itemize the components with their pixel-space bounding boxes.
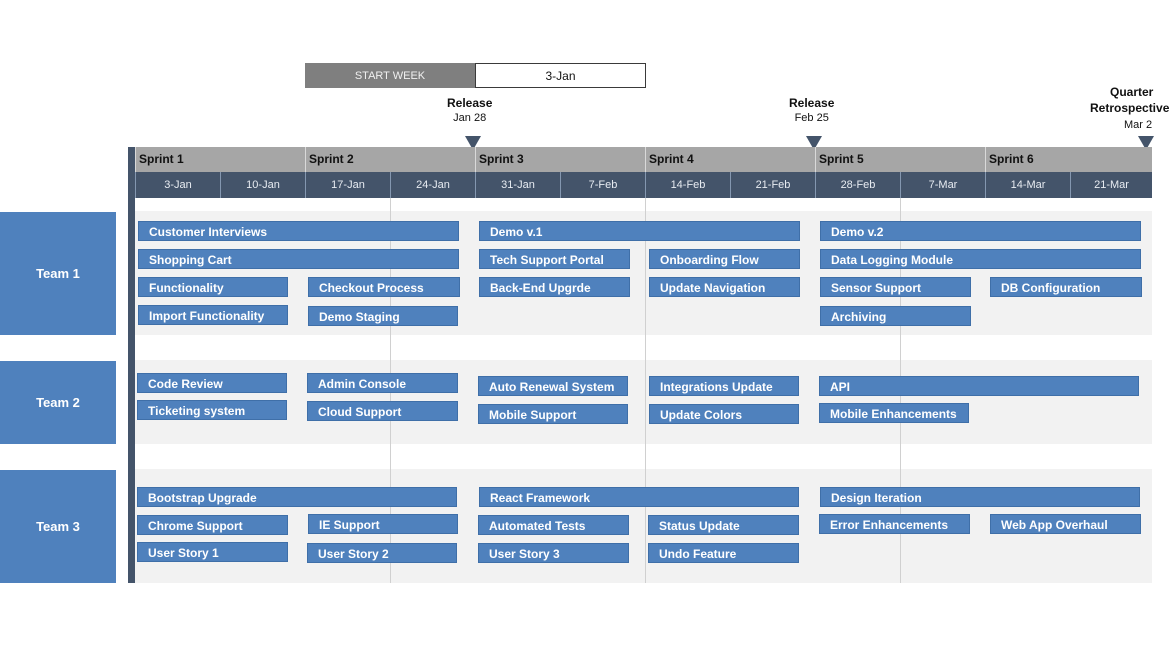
- task-bar[interactable]: Functionality: [138, 277, 288, 297]
- milestone-marker-icon: [1138, 136, 1154, 150]
- task-bar[interactable]: Code Review: [137, 373, 287, 393]
- team-2-band: [135, 360, 1152, 444]
- sprint-header: Sprint 5: [815, 147, 985, 172]
- milestone-title: Release: [447, 96, 493, 110]
- task-bar[interactable]: Update Colors: [649, 404, 799, 424]
- task-bar[interactable]: Undo Feature: [648, 543, 799, 563]
- sprint-header: Sprint 6: [985, 147, 1152, 172]
- task-bar[interactable]: API: [819, 376, 1139, 396]
- task-bar[interactable]: DB Configuration: [990, 277, 1142, 297]
- task-bar[interactable]: Update Navigation: [649, 277, 800, 297]
- week-header: 14-Mar: [985, 172, 1070, 198]
- week-header: 14-Feb: [645, 172, 730, 198]
- task-bar[interactable]: Archiving: [820, 306, 971, 326]
- task-bar[interactable]: Admin Console: [307, 373, 458, 393]
- milestone-title: Release: [789, 96, 835, 110]
- week-header: 10-Jan: [220, 172, 305, 198]
- task-bar[interactable]: Mobile Enhancements: [819, 403, 969, 423]
- task-bar[interactable]: Demo Staging: [308, 306, 458, 326]
- task-bar[interactable]: Bootstrap Upgrade: [137, 487, 457, 507]
- task-bar[interactable]: Mobile Support: [478, 404, 628, 424]
- task-bar[interactable]: User Story 1: [137, 542, 288, 562]
- week-header: 3-Jan: [135, 172, 220, 198]
- task-bar[interactable]: Shopping Cart: [138, 249, 459, 269]
- milestone-date: Mar 2: [1124, 119, 1153, 131]
- task-bar[interactable]: User Story 3: [478, 543, 629, 563]
- milestone-title-line-2: Retrospective: [1090, 101, 1169, 115]
- milestone-marker-icon: [465, 136, 481, 150]
- gridline: [645, 198, 646, 583]
- task-bar[interactable]: Chrome Support: [137, 515, 288, 535]
- week-header: 21-Feb: [730, 172, 815, 198]
- task-bar[interactable]: Demo v.1: [479, 221, 800, 241]
- start-week-input[interactable]: 3-Jan: [475, 63, 646, 88]
- task-bar[interactable]: Integrations Update: [649, 376, 799, 396]
- task-bar[interactable]: Tech Support Portal: [479, 249, 630, 269]
- sprint-header: Sprint 1: [135, 147, 305, 172]
- week-header: 31-Jan: [475, 172, 560, 198]
- task-bar[interactable]: Web App Overhaul: [990, 514, 1141, 534]
- task-bar[interactable]: Customer Interviews: [138, 221, 459, 241]
- task-bar[interactable]: Demo v.2: [820, 221, 1141, 241]
- task-bar[interactable]: Status Update: [648, 515, 799, 535]
- week-header: 7-Mar: [900, 172, 985, 198]
- task-bar[interactable]: Checkout Process: [308, 277, 460, 297]
- sprint-header: Sprint 2: [305, 147, 475, 172]
- task-bar[interactable]: User Story 2: [307, 543, 457, 563]
- team-label: Team 1: [0, 212, 116, 335]
- milestone-release-1: Release Jan 28: [447, 96, 493, 150]
- week-header: 7-Feb: [560, 172, 645, 198]
- start-week-label: START WEEK: [305, 63, 475, 88]
- task-bar[interactable]: Import Functionality: [138, 305, 288, 325]
- week-header: 28-Feb: [815, 172, 900, 198]
- sprint-header-row: Sprint 1 Sprint 2 Sprint 3 Sprint 4 Spri…: [135, 147, 1152, 172]
- timeline-left-bar: [128, 147, 135, 583]
- task-bar[interactable]: Design Iteration: [820, 487, 1140, 507]
- task-bar[interactable]: Cloud Support: [307, 401, 458, 421]
- milestone-date: Jan 28: [453, 112, 487, 124]
- team-label: Team 2: [0, 361, 116, 444]
- task-bar[interactable]: Back-End Upgrde: [479, 277, 630, 297]
- milestone-date: Feb 25: [794, 112, 829, 124]
- task-bar[interactable]: Onboarding Flow: [649, 249, 800, 269]
- task-bar[interactable]: Sensor Support: [820, 277, 971, 297]
- task-bar[interactable]: Error Enhancements: [819, 514, 970, 534]
- task-bar[interactable]: Ticketing system: [137, 400, 287, 420]
- task-bar[interactable]: IE Support: [308, 514, 458, 534]
- week-header-row: 3-Jan 10-Jan 17-Jan 24-Jan 31-Jan 7-Feb …: [135, 172, 1152, 198]
- task-bar[interactable]: React Framework: [479, 487, 799, 507]
- task-bar[interactable]: Automated Tests: [478, 515, 629, 535]
- sprint-header: Sprint 4: [645, 147, 815, 172]
- task-bar[interactable]: Data Logging Module: [820, 249, 1141, 269]
- week-header: 21-Mar: [1070, 172, 1152, 198]
- week-header: 24-Jan: [390, 172, 475, 198]
- team-label: Team 3: [0, 470, 116, 583]
- milestone-marker-icon: [806, 136, 822, 150]
- milestone-title: Quarter: [1110, 85, 1154, 99]
- sprint-header: Sprint 3: [475, 147, 645, 172]
- milestone-release-2: Release Feb 25: [789, 96, 835, 150]
- task-bar[interactable]: Auto Renewal System: [478, 376, 628, 396]
- week-header: 17-Jan: [305, 172, 390, 198]
